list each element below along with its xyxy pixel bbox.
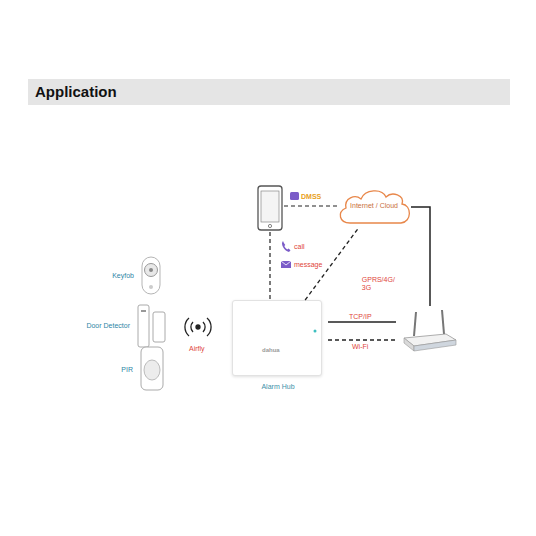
envelope-body [281, 261, 291, 268]
wireless-signal-icon [185, 318, 211, 336]
app-link-line [284, 205, 340, 206]
envelope-flap [281, 261, 291, 265]
gsm-link-line [269, 232, 270, 300]
channel-label: message [294, 261, 322, 269]
app-icon [290, 192, 299, 200]
router-antenna [442, 310, 444, 334]
message-icon [281, 261, 291, 268]
router-side [404, 338, 414, 351]
call-icon [282, 241, 291, 252]
keyfob-center [149, 268, 153, 272]
phone-screen [261, 191, 279, 222]
cloud-node: Internet / Cloud [336, 186, 412, 228]
detector-body [138, 305, 149, 347]
status-led [314, 330, 317, 333]
protocol-label: Airfly [189, 345, 205, 353]
node-outline [136, 304, 168, 348]
detector-led [141, 310, 146, 312]
app-name: DMSS [301, 193, 321, 201]
phone-button [268, 224, 271, 227]
node-label: Door Detector [64, 322, 130, 329]
router-icon [404, 310, 456, 351]
router-front [414, 340, 456, 351]
internet-wire [411, 207, 430, 306]
node-label: Internet / Cloud [336, 202, 412, 209]
signal-arc [191, 322, 193, 332]
alarm-hub: Alarm Hub [232, 300, 322, 376]
keyfob-device: Keyfob [140, 256, 162, 296]
phone-body [258, 186, 282, 230]
signal-arc [185, 318, 189, 336]
signal-dot [196, 325, 200, 329]
brand-logo: dahua [262, 347, 280, 354]
section-heading: Application [28, 79, 510, 105]
router-antenna [414, 312, 416, 336]
node-outline [139, 346, 165, 392]
edge-label: GPRS/4G/ 3G [362, 276, 396, 292]
node-outline [140, 256, 162, 296]
keyfob-buttons [145, 264, 158, 277]
pir-device: PIR [139, 346, 165, 392]
door-detector-device: Door Detector [136, 304, 168, 348]
pir-body [141, 347, 163, 390]
link-label: TCP/IP [349, 313, 372, 321]
ethernet-line [328, 321, 396, 323]
smartphone-icon [258, 186, 282, 230]
node-label: Alarm Hub [233, 383, 323, 390]
wifi-line [328, 339, 396, 340]
signal-arc [203, 322, 205, 332]
link-label: Wi-Fi [352, 343, 368, 351]
detector-magnet [153, 312, 165, 342]
node-label: PIR [103, 366, 133, 373]
keyfob-body [142, 257, 160, 294]
node-label: Keyfob [82, 272, 134, 279]
pir-lens [144, 360, 160, 380]
channel-label: call [294, 243, 305, 251]
signal-arc [207, 318, 211, 336]
node-outline [233, 301, 323, 377]
keyfob-ring [149, 285, 153, 289]
